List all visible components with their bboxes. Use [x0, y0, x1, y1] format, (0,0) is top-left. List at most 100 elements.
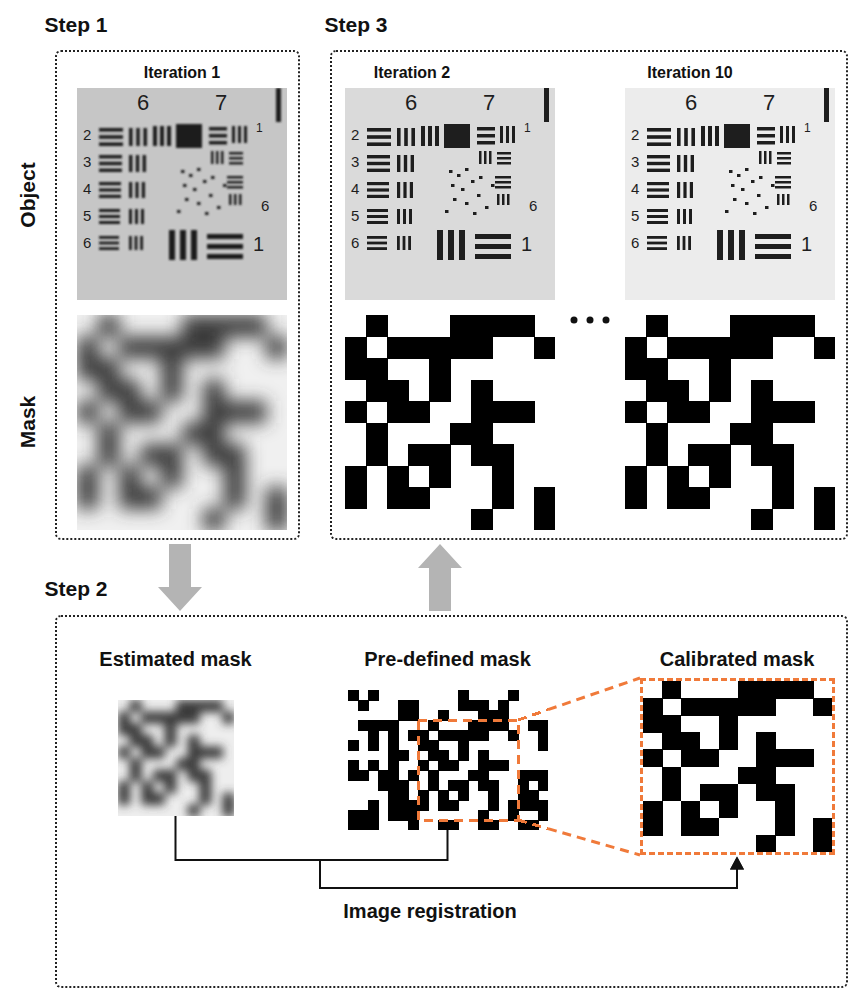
target-bar: [683, 236, 686, 250]
mask-cell: [498, 720, 509, 731]
mask-cell: [438, 800, 449, 811]
target-bar: [782, 194, 785, 205]
mask-cell: [387, 487, 409, 509]
mask-cell: [429, 380, 451, 402]
target-ground: [345, 88, 555, 300]
target-bar: [506, 126, 509, 143]
target-bar: [544, 88, 549, 122]
target-bar: [397, 155, 400, 172]
target-bar: [745, 202, 749, 205]
target-bar: [500, 126, 503, 143]
mask-cell: [538, 800, 548, 811]
target-bar: [453, 198, 457, 201]
mask-cell: [478, 750, 489, 761]
mask-cell: [348, 770, 359, 781]
mask-cell: [458, 780, 469, 791]
mask-cell: [408, 337, 430, 359]
mask-cell: [478, 700, 489, 711]
target-bar: [787, 194, 790, 205]
mask-cell: [378, 720, 389, 731]
mask-cell: [176, 711, 188, 723]
mask-cell: [187, 769, 199, 781]
mask-cell: [368, 810, 379, 821]
target-bar: [367, 221, 388, 224]
target-bar: [185, 198, 189, 201]
target-bar: [479, 151, 482, 164]
target-bar: [99, 182, 121, 185]
mask-cell: [199, 781, 211, 793]
target-bar: [780, 126, 783, 143]
connector: [158, 544, 202, 611]
mask-cell: [458, 750, 469, 761]
mask-cell: [408, 444, 430, 466]
target-bar: [512, 126, 515, 143]
target-bar: [764, 151, 767, 164]
target-bar: [397, 236, 400, 250]
mask-cell: [643, 749, 663, 767]
target-bar: [502, 194, 505, 205]
mask-cell: [709, 380, 731, 402]
target-ground: [625, 88, 835, 300]
target-bar: [421, 126, 425, 146]
step-heading: Step 1: [45, 13, 108, 37]
mask-cell: [718, 732, 738, 750]
mask-cell: [438, 790, 449, 801]
target-bar: [193, 188, 197, 191]
target-bar: [367, 215, 388, 218]
mask-cell: [751, 337, 773, 359]
target-bar: [775, 186, 791, 189]
blurred-group: [77, 315, 288, 531]
mask-cell: [378, 780, 389, 791]
mask-cell: [187, 758, 199, 770]
target-bar: [757, 134, 775, 138]
mask-cell: [152, 711, 164, 723]
target-bar: [497, 152, 511, 155]
mask-heading: Pre-defined mask: [364, 648, 531, 671]
mask-cell: [176, 700, 188, 712]
mask-cell: [210, 700, 222, 712]
mask-cell: [428, 780, 439, 791]
target-bar: [475, 234, 511, 239]
mask-cell: [129, 734, 141, 746]
target-bar: [227, 186, 243, 189]
mask-cell: [751, 401, 773, 423]
mask-cell: [182, 315, 204, 337]
target-bar: [737, 174, 741, 177]
mask-cell: [518, 800, 529, 811]
mask-image: [118, 700, 234, 816]
mask-cell: [164, 734, 176, 746]
mask-cell: [98, 358, 120, 380]
target-bar: [497, 194, 500, 205]
mask-ground: [348, 690, 548, 830]
mask-cell: [688, 337, 710, 359]
target-bar: [684, 128, 688, 146]
mask-cell: [667, 401, 689, 423]
target-bar: [140, 236, 143, 250]
mask-cell: [182, 423, 204, 445]
mask-cell: [119, 487, 141, 509]
mask-cell: [222, 711, 234, 723]
target-bar: [176, 124, 202, 148]
target-bar: [777, 162, 791, 165]
target-bar: [771, 184, 775, 187]
mask-cell: [528, 800, 539, 811]
mask-cell: [772, 401, 794, 423]
target-bar: [647, 236, 667, 239]
target-number: 2: [83, 127, 91, 142]
mask-cell: [438, 750, 449, 761]
target-bar: [777, 194, 780, 205]
target-bar: [99, 155, 122, 158]
target-bar: [232, 126, 235, 143]
target-number: 6: [405, 92, 417, 114]
target-bar: [677, 182, 680, 198]
target-bar: [485, 206, 489, 209]
mask-cell: [176, 758, 188, 770]
mask-cell: [772, 315, 794, 337]
target-bar: [143, 155, 146, 172]
iteration-label: Iteration 1: [144, 64, 220, 82]
mask-image: [348, 690, 548, 830]
mask-cell: [408, 401, 430, 423]
mask-cell: [661, 783, 681, 801]
mask-cell: [471, 380, 493, 402]
target-bar: [691, 155, 694, 172]
